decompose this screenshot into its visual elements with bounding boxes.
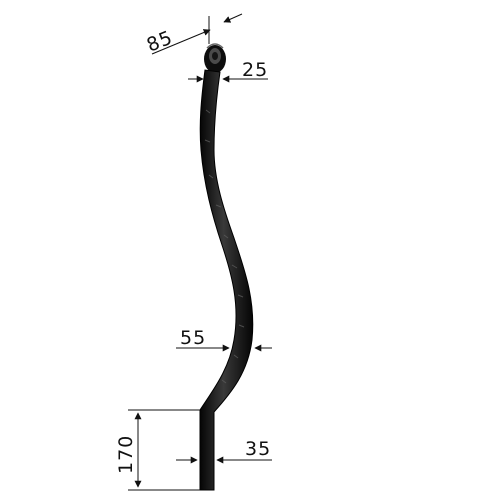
- forged-bar: [199, 43, 254, 491]
- dim-foot-width: 35: [176, 438, 272, 464]
- dim-foot-height: 170: [115, 409, 200, 491]
- top-scroll: [204, 43, 226, 73]
- foot-width-label: 35: [245, 438, 271, 460]
- top-width-label: 85: [144, 26, 177, 56]
- dim-belly-width: 55: [176, 327, 272, 352]
- dim-neck-width: 25: [188, 59, 268, 83]
- bar-body: [199, 69, 254, 491]
- belly-width-label: 55: [180, 327, 206, 349]
- hammer-texture: [204, 109, 245, 384]
- neck-width-label: 25: [242, 59, 268, 81]
- dim-top-width: 85: [144, 13, 243, 57]
- foot-height-label: 170: [115, 435, 137, 474]
